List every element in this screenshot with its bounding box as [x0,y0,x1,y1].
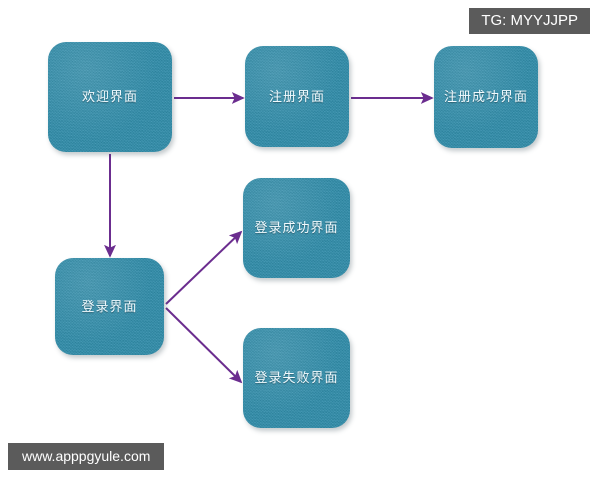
arrow-login-to-login-failure [165,307,243,384]
arrow-login-to-login-success [165,230,243,305]
node-register[interactable]: 注册界面 [245,46,349,147]
node-welcome-label: 欢迎界面 [81,89,138,105]
node-login[interactable]: 登录界面 [55,258,164,355]
node-login-failure-label: 登录失败界面 [254,370,339,386]
node-register-success[interactable]: 注册成功界面 [434,46,538,148]
watermark-website: www.apppgyule.com [8,443,165,470]
watermark-telegram: TG: MYYJJPP [469,8,590,34]
node-login-success-label: 登录成功界面 [254,220,339,236]
node-login-success[interactable]: 登录成功界面 [243,178,350,278]
node-welcome[interactable]: 欢迎界面 [48,42,172,152]
node-register-label: 注册界面 [268,88,325,104]
node-login-failure[interactable]: 登录失败界面 [243,328,350,428]
node-register-success-label: 注册成功界面 [443,89,528,105]
node-login-label: 登录界面 [81,298,138,314]
